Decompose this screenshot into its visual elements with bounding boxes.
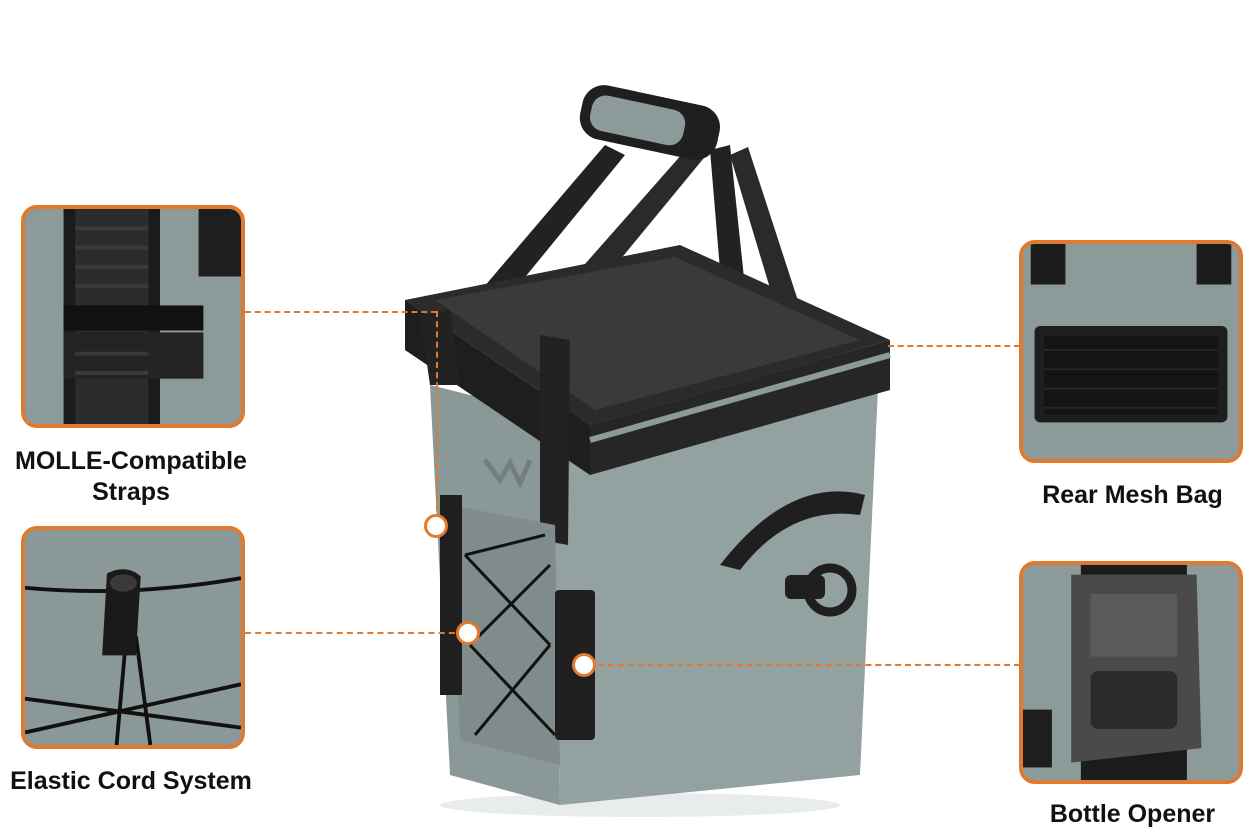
elastic-callout-dot (456, 621, 480, 645)
molle-strap-icon (25, 209, 241, 424)
molle-closeup-panel (21, 205, 245, 428)
molle-leader-line (245, 311, 437, 313)
elastic-label: Elastic Cord System (10, 767, 252, 795)
opener-leader-line (588, 664, 1020, 666)
molle-leader-vertical (436, 311, 438, 521)
mesh-pocket-icon (1023, 244, 1239, 459)
elastic-closeup-panel (21, 526, 245, 749)
bottle-opener-icon (1023, 565, 1239, 780)
cooler-bag-image (390, 85, 900, 820)
elastic-leader-line (245, 632, 465, 634)
molle-label: MOLLE-Compatible Straps (0, 446, 262, 508)
opener-callout-dot (572, 653, 596, 677)
mesh-leader-line (888, 345, 1020, 347)
mesh-label: Rear Mesh Bag (1042, 481, 1223, 509)
mesh-closeup-panel (1019, 240, 1243, 463)
molle-label-line2: Straps (92, 478, 170, 506)
opener-label: Bottle Opener (1049, 800, 1216, 828)
molle-callout-dot (424, 514, 448, 538)
opener-closeup-panel (1019, 561, 1243, 784)
molle-label-line1: MOLLE-Compatible (15, 447, 247, 475)
bungee-cord-icon (25, 530, 241, 745)
